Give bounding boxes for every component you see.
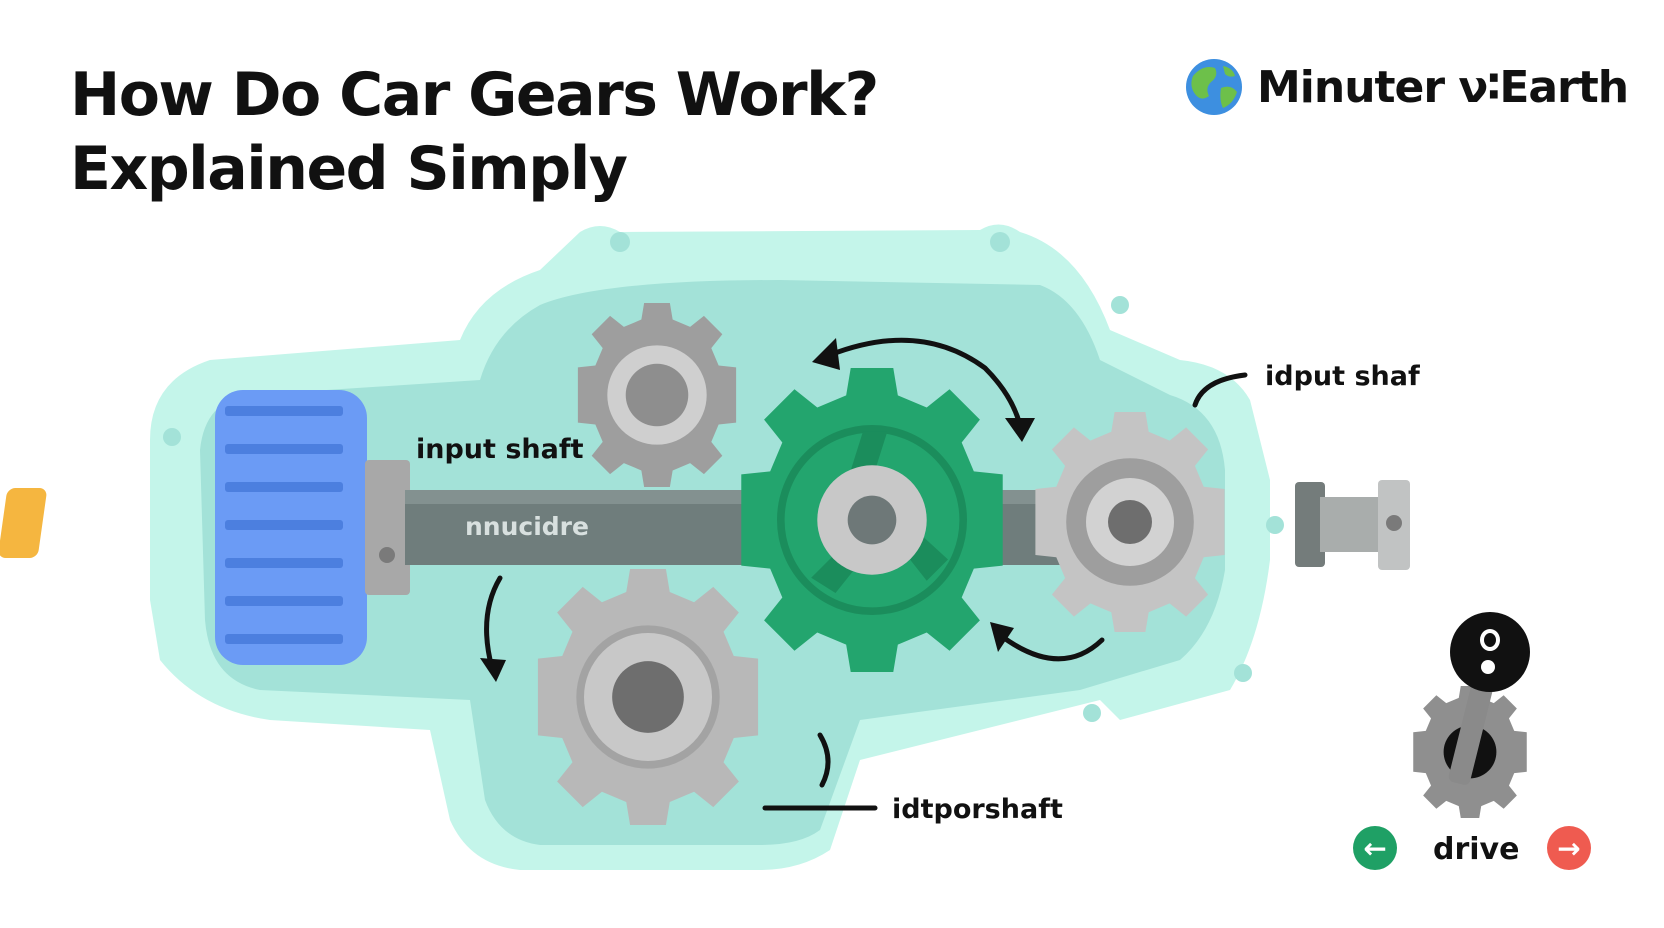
mount-hole xyxy=(1111,296,1129,314)
output-shaft xyxy=(1320,497,1380,552)
bolt xyxy=(1386,515,1402,531)
gear-center-green xyxy=(741,368,1003,672)
engine-fin xyxy=(225,634,343,644)
shifter-knob-dot xyxy=(1481,660,1495,674)
mount-hole xyxy=(1266,516,1284,534)
gear-bottom xyxy=(537,569,759,825)
engine-fin xyxy=(225,520,343,530)
output-shaft-collar xyxy=(1295,482,1325,567)
gear-shifter-icon xyxy=(1413,612,1530,818)
mount-hole xyxy=(1083,704,1101,722)
arrow-left-icon[interactable]: ← xyxy=(1353,826,1397,870)
arrow-top-curve xyxy=(827,337,1023,428)
engine-fin xyxy=(225,406,343,416)
arrowhead xyxy=(812,338,840,370)
bolt xyxy=(379,547,395,563)
shifter-knob-mark xyxy=(1480,629,1500,651)
engine-fin xyxy=(225,482,343,492)
orange-tab xyxy=(0,488,47,558)
arrow-left-curve xyxy=(484,575,503,671)
gear-right xyxy=(1035,412,1225,632)
label-idler-shaft: idtporshaft xyxy=(892,794,1063,825)
label-input-shaft: input shaft xyxy=(416,434,584,465)
arrow-right-icon[interactable]: → xyxy=(1547,826,1591,870)
gear-top-left xyxy=(577,303,737,487)
engine-fin xyxy=(225,558,343,568)
arrowhead xyxy=(990,622,1014,652)
leader-idler-curve xyxy=(817,732,831,788)
title-line-1: How Do Car Gears Work? xyxy=(70,60,879,130)
title-line-2: Explained Simply xyxy=(70,134,628,204)
shifter-knob xyxy=(1450,612,1530,692)
engine-fin xyxy=(225,444,343,454)
arrow-bottom-right-curve xyxy=(997,632,1105,662)
mount-hole xyxy=(990,232,1010,252)
rotation-arrows xyxy=(484,337,1248,811)
leader-output-shaft xyxy=(1192,372,1248,408)
page-title: How Do Car Gears Work? Explained Simply xyxy=(70,58,879,206)
arrowhead xyxy=(1005,418,1035,442)
globe-icon xyxy=(1186,59,1242,115)
shaft-coupling-left xyxy=(365,460,410,595)
engine-fin xyxy=(225,596,343,606)
shaft-center-label: nnucidre xyxy=(465,512,589,541)
shifter-lever xyxy=(1448,680,1493,785)
brand-logo: Minuter ν∶Earth xyxy=(1185,58,1629,116)
mount-hole xyxy=(163,428,181,446)
mount-hole xyxy=(610,232,630,252)
logo-text: Minuter ν∶Earth xyxy=(1257,61,1629,113)
drive-label: drive xyxy=(1433,832,1520,867)
mount-hole xyxy=(1234,664,1252,682)
arrowheads xyxy=(480,338,1035,682)
arrowhead xyxy=(480,658,506,682)
label-output-shaft: idput shaf xyxy=(1265,361,1420,392)
